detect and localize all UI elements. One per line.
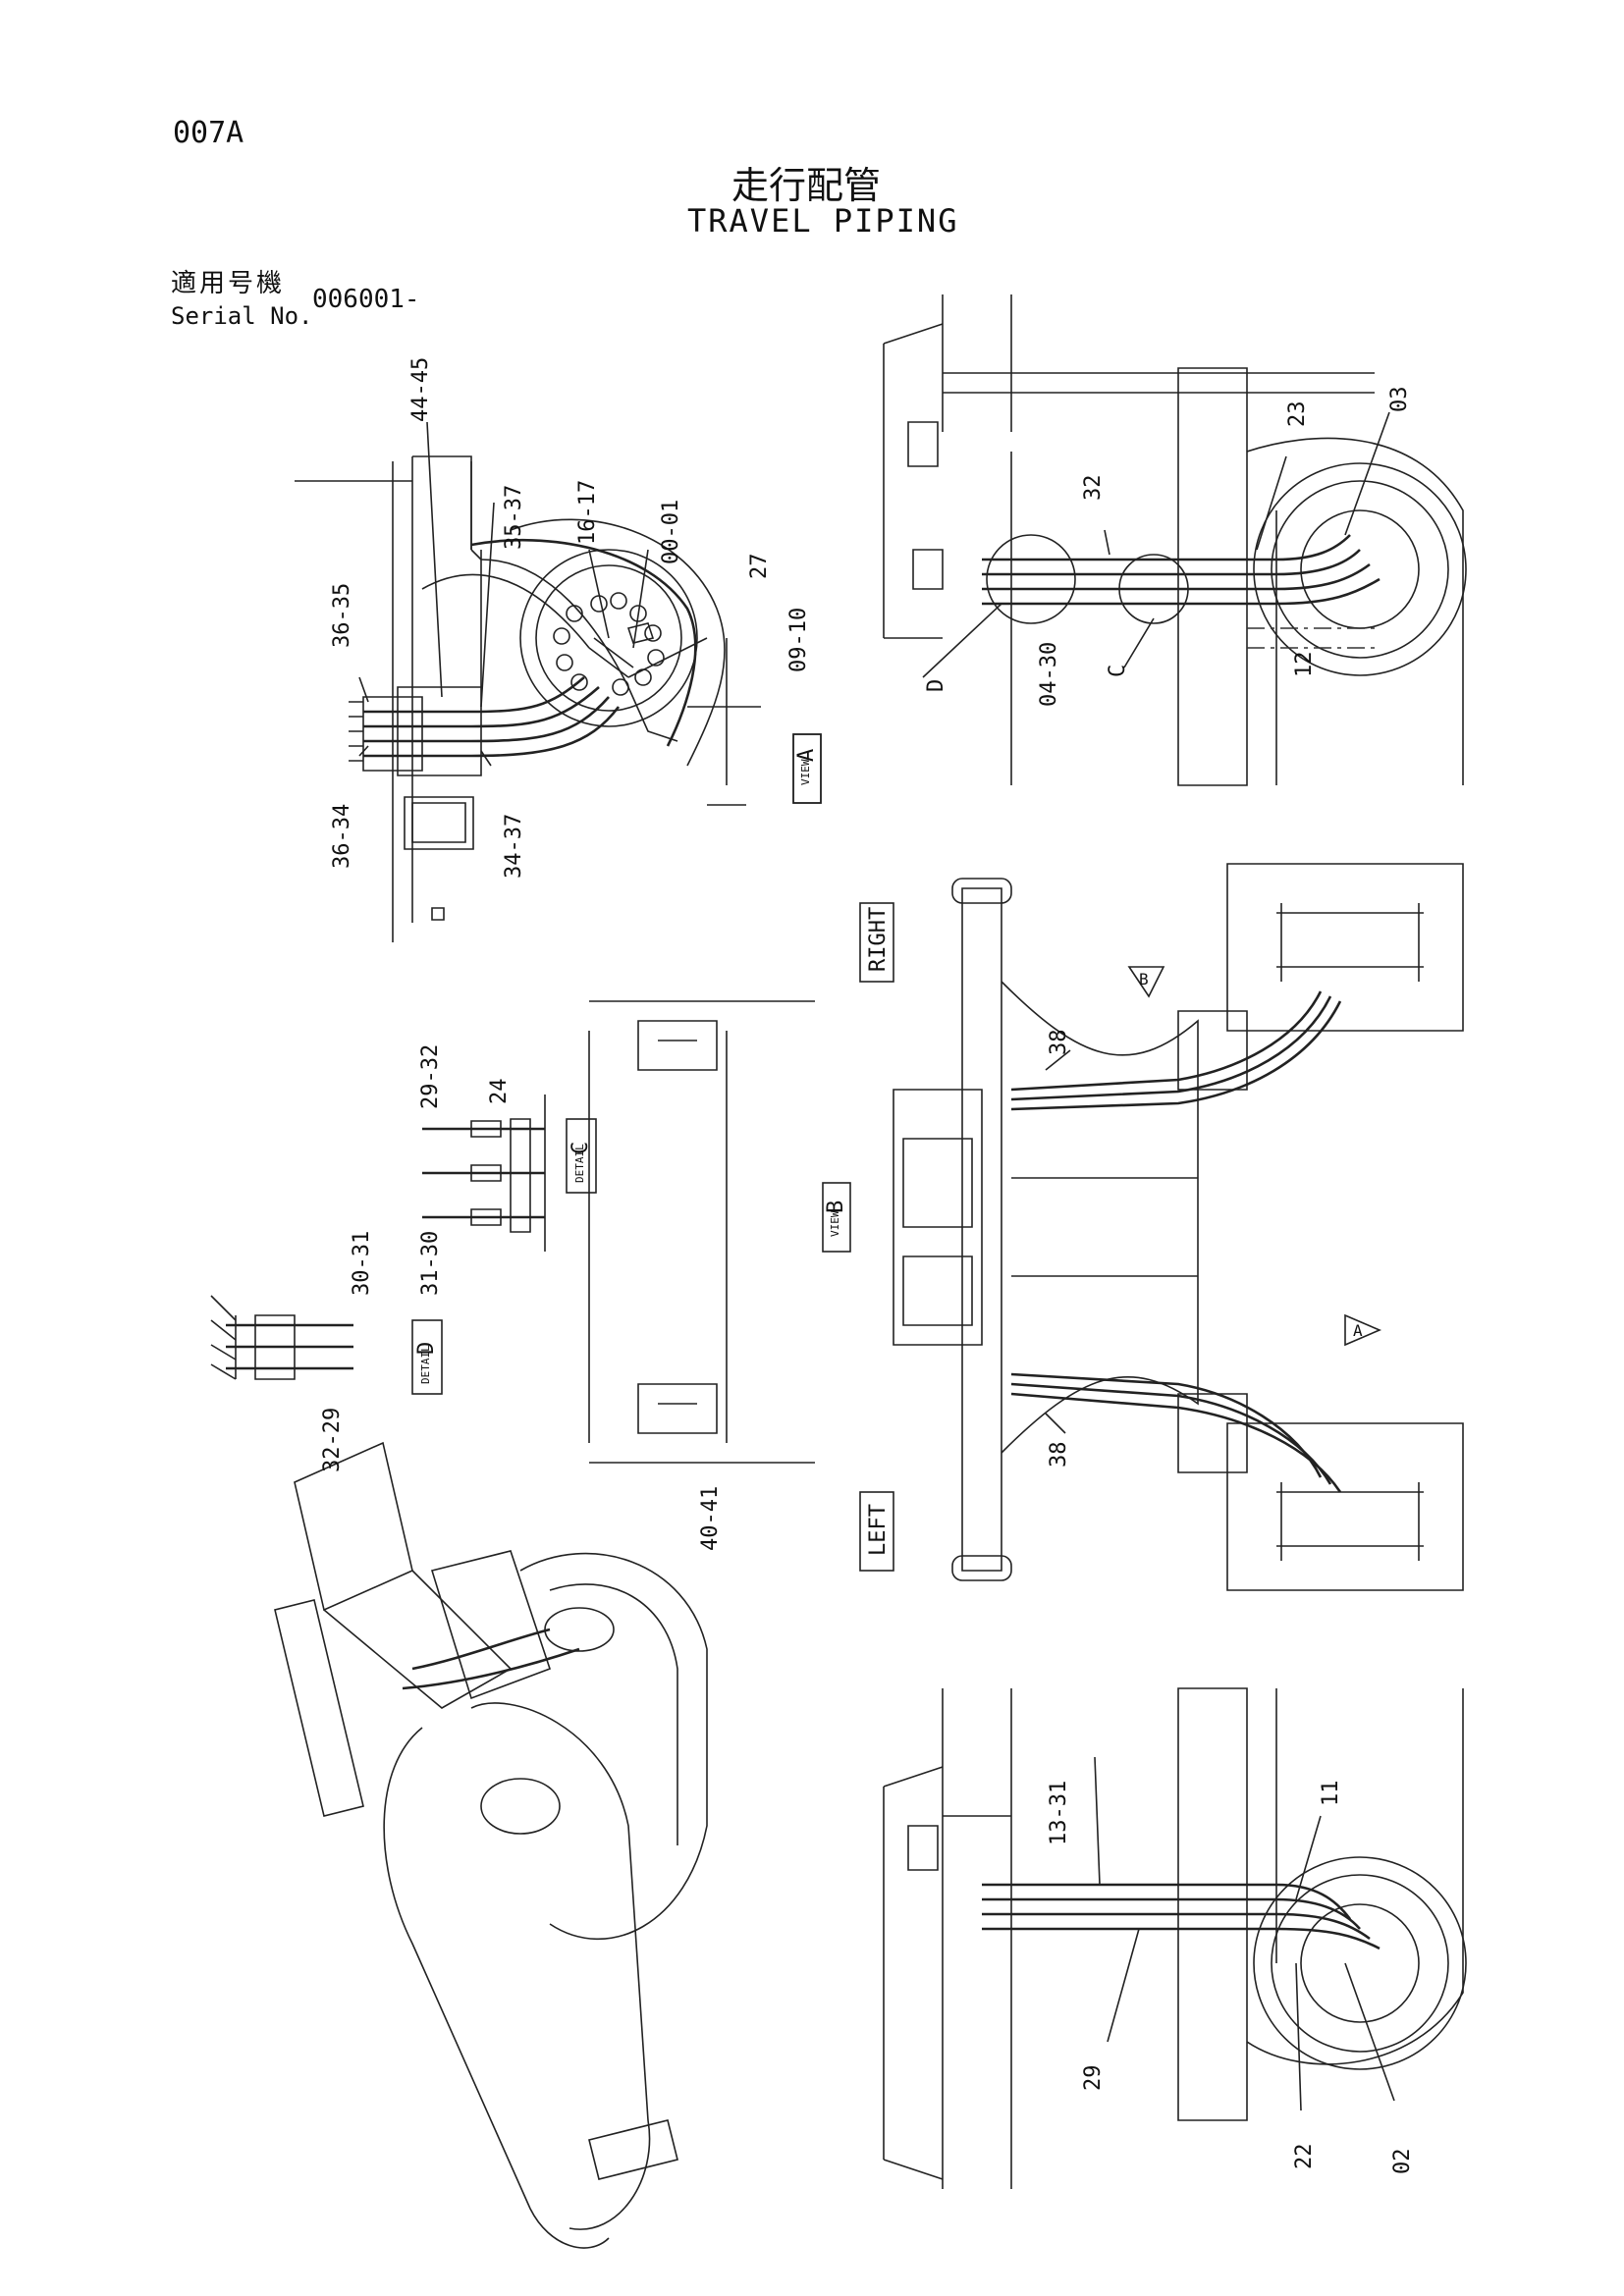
callout-03: 03 <box>1387 387 1412 413</box>
callouts: 44-45 35-37 16-17 00-01 27 09-10 36-35 3… <box>320 357 1415 2174</box>
callout-30-31: 30-31 <box>350 1231 374 1296</box>
callout-22: 22 <box>1292 2144 1317 2170</box>
view-b-drawing <box>893 863 1464 1591</box>
callout-35-37: 35-37 <box>502 485 526 550</box>
left-side-tag: LEFT <box>859 1491 894 1572</box>
serial-number: 006001- <box>312 285 420 314</box>
detail-tag-d-label: DETAIL <box>419 1345 432 1384</box>
view-tag-a: VIEW A <box>792 733 822 804</box>
view-tag-a-letter: A <box>794 749 819 762</box>
right-side-label: RIGHT <box>866 907 891 972</box>
detail-tag-d: DETAIL D <box>411 1319 443 1395</box>
callout-16-17: 16-17 <box>575 480 600 545</box>
callout-29: 29 <box>1081 2065 1106 2092</box>
callout-32: 32 <box>1081 475 1106 502</box>
arrow-a-marker: A <box>1344 1313 1382 1347</box>
view-tag-b: VIEW B <box>822 1182 851 1253</box>
callout-44-45: 44-45 <box>408 357 433 422</box>
callout-34-37: 34-37 <box>502 814 526 879</box>
detail-tag-c-label: DETAIL <box>573 1144 586 1183</box>
callout-12: 12 <box>1292 652 1317 678</box>
callout-d-top: D <box>924 679 948 692</box>
callout-13-31: 13-31 <box>1047 1781 1071 1845</box>
callout-24: 24 <box>487 1079 512 1105</box>
arrow-a-letter: A <box>1353 1321 1363 1340</box>
view-tag-b-letter: B <box>824 1201 848 1213</box>
detail-tag-c-letter: C <box>568 1142 593 1154</box>
right-side-tag: RIGHT <box>859 902 894 983</box>
detail-c-drawing <box>422 1095 546 1252</box>
callout-c-top: C <box>1106 665 1130 677</box>
callout-32-29: 32-29 <box>320 1408 345 1472</box>
left-track-bottom-view <box>883 1687 1467 2189</box>
view-tag-b-label: VIEW <box>829 1210 841 1237</box>
title-japanese: 走行配管 <box>731 164 882 207</box>
callout-38-top: 38 <box>1047 1030 1071 1056</box>
callout-23: 23 <box>1285 401 1310 428</box>
serial-label-english: Serial No. <box>171 302 313 330</box>
page-code: 007A <box>173 116 244 150</box>
right-track-top-view <box>883 294 1467 786</box>
callout-36-35: 36-35 <box>330 583 354 648</box>
callout-29-32: 29-32 <box>418 1044 443 1109</box>
detail-d-drawing <box>210 1295 353 1380</box>
view-a-drawing <box>295 421 822 942</box>
arrow-b-marker: B <box>1127 966 1165 998</box>
callout-40-41: 40-41 <box>698 1486 723 1551</box>
callout-36-34: 36-34 <box>330 804 354 869</box>
callout-00-01: 00-01 <box>659 500 683 564</box>
left-side-label: LEFT <box>866 1504 891 1556</box>
callout-27: 27 <box>747 554 772 580</box>
serial-label-japanese: 適用号機 <box>171 269 286 298</box>
arrow-b-letter: B <box>1139 970 1149 988</box>
callout-09-10: 09-10 <box>786 608 811 672</box>
callout-11: 11 <box>1319 1781 1343 1807</box>
callout-02: 02 <box>1390 2149 1415 2175</box>
isometric-view <box>274 1441 708 2249</box>
callout-04-30: 04-30 <box>1037 642 1061 707</box>
detail-tag-d-letter: D <box>414 1342 439 1355</box>
callout-38-bottom: 38 <box>1047 1442 1071 1468</box>
detail-tag-c: DETAIL C <box>566 1118 597 1194</box>
title-english: TRAVEL PIPING <box>687 202 959 240</box>
frame-panel-40-41 <box>588 1000 815 1464</box>
view-tag-a-label: VIEW <box>799 759 812 785</box>
callout-31-30: 31-30 <box>418 1231 443 1296</box>
